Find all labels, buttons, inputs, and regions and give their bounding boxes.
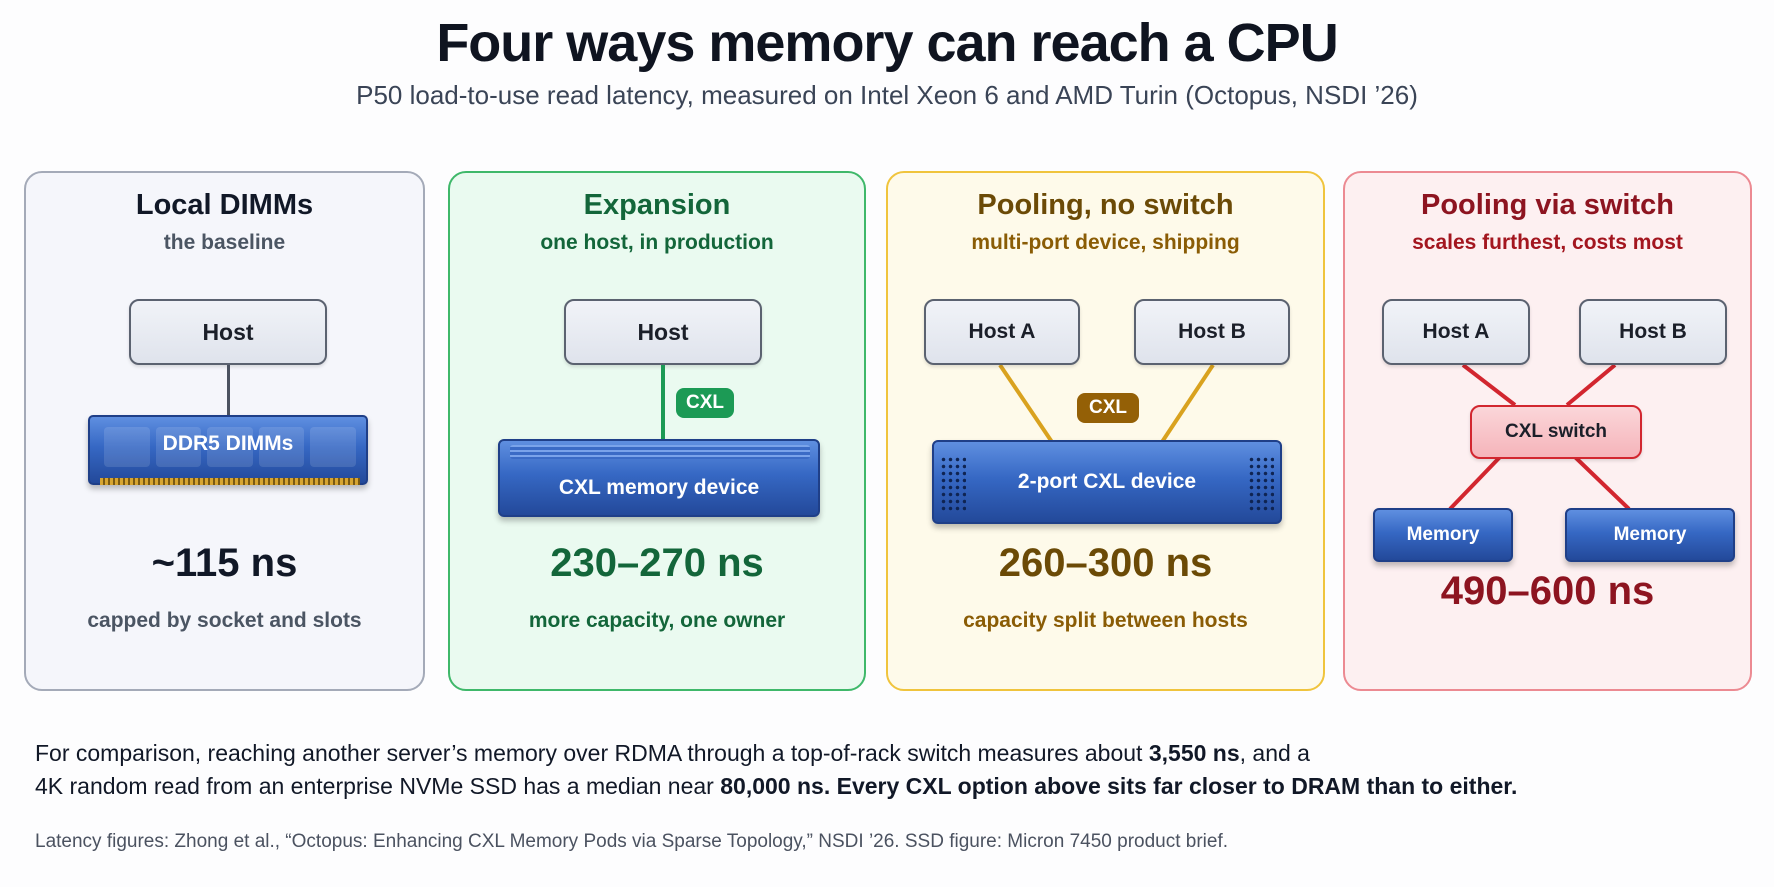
dimm-chip-row — [104, 427, 356, 467]
panel-subtitle: the baseline — [163, 231, 286, 254]
device-label: CXL memory device — [558, 476, 760, 499]
device-label: DDR5 DIMMs — [162, 432, 294, 455]
latency-value: 490–600 ns — [1440, 569, 1655, 613]
host-b-box: Host B — [1134, 299, 1290, 365]
latency-note: more capacity, one owner — [528, 609, 786, 632]
panel-pooling-no-switch: Pooling, no switch multi-port device, sh… — [886, 171, 1325, 691]
dimm-chip — [310, 427, 356, 467]
link-host-b-switch — [1565, 363, 1617, 407]
cxl-link-host-b — [1158, 363, 1215, 447]
cxl-link-host-a — [998, 363, 1056, 447]
host-a-box: Host A — [1382, 299, 1530, 365]
latency-value: 230–270 ns — [550, 541, 764, 585]
cxl-link-tag: CXL — [676, 388, 734, 418]
connection-line — [227, 365, 230, 415]
comparison-line2: 4K random read from an enterprise NVMe S… — [35, 773, 721, 799]
ssd-latency: 80,000 ns — [720, 773, 824, 799]
page-subtitle: P50 load-to-use read latency, measured o… — [356, 80, 1418, 110]
panel-title: Pooling via switch — [1421, 189, 1674, 221]
latency-note: capped by socket and slots — [87, 609, 362, 632]
vent-right — [1248, 456, 1274, 512]
latency-value: ~115 ns — [151, 541, 298, 585]
pooling-links — [998, 363, 1215, 447]
vent-left — [940, 456, 966, 512]
link-switch-memory-1 — [1448, 455, 1502, 511]
host-box: Host — [564, 299, 762, 365]
host-b-box: Host B — [1579, 299, 1727, 365]
cxl-link-line — [661, 365, 665, 439]
host-box: Host — [129, 299, 327, 365]
panel-pooling-via-switch: Pooling via switch scales furthest, cost… — [1343, 171, 1752, 691]
latency-value: 260–300 ns — [998, 541, 1213, 585]
panel-expansion: Expansion one host, in production Host C… — [448, 171, 866, 691]
cxl-switch-box: CXL switch — [1470, 405, 1642, 459]
dimm-chip — [104, 427, 150, 467]
host-a-box: Host A — [924, 299, 1080, 365]
panel-subtitle: one host, in production — [540, 231, 774, 254]
panel-subtitle: multi-port device, shipping — [971, 231, 1240, 254]
device-fins — [510, 445, 810, 459]
rdma-latency: 3,550 ns — [1148, 740, 1240, 766]
panel-subtitle: scales furthest, costs most — [1412, 231, 1683, 254]
switch-links — [1448, 363, 1631, 511]
memory-device-1: Memory — [1373, 508, 1513, 562]
dimm-contacts — [100, 478, 360, 485]
dimm-chip — [258, 427, 305, 467]
citation: Latency figures: Zhong et al., “Octopus:… — [35, 831, 1229, 852]
memory-device-2: Memory — [1565, 508, 1735, 562]
comparison-pre: For comparison, reaching another server’… — [35, 740, 1149, 766]
dimm-chip — [207, 427, 253, 467]
two-port-cxl-device: 2-port CXL device — [932, 440, 1282, 524]
device-label: Memory — [1613, 524, 1687, 545]
link-host-a-switch — [1461, 363, 1517, 407]
cxl-memory-device: CXL memory device — [498, 439, 820, 517]
panel-local-dimms: Local DIMMs the baseline Host DDR5 DIMMs… — [24, 171, 425, 691]
ddr5-dimm-module: DDR5 DIMMs — [88, 415, 368, 485]
cxl-link-tag: CXL — [1077, 393, 1139, 423]
page-title: Four ways memory can reach a CPU — [436, 13, 1338, 73]
device-label: Memory — [1406, 524, 1480, 545]
comparison-text: For comparison, reaching another server’… — [35, 737, 1735, 803]
link-switch-memory-2 — [1573, 455, 1631, 511]
panel-title: Expansion — [583, 189, 731, 221]
dimm-chip — [155, 427, 202, 467]
latency-note: capacity split between hosts — [963, 609, 1248, 632]
comparison-mid: , and a — [1239, 740, 1310, 766]
comparison-post: . Every CXL option above sits far closer… — [823, 773, 1518, 799]
device-label: 2-port CXL device — [1017, 470, 1197, 493]
panel-title: Pooling, no switch — [977, 189, 1234, 221]
panel-title: Local DIMMs — [135, 189, 314, 221]
